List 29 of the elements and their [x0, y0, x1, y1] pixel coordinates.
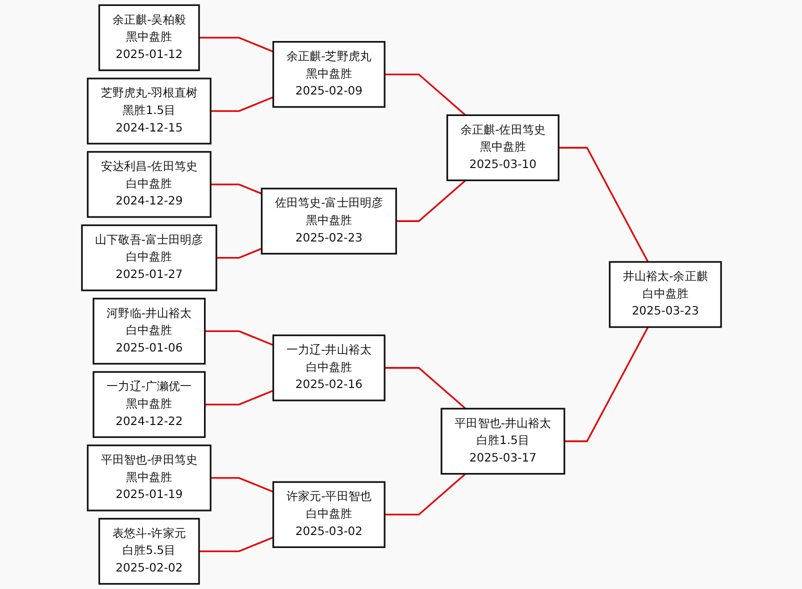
node-box: 余正麒-芝野虎丸 黑中盘胜 2025-02-09 [272, 41, 385, 108]
connector [210, 96, 274, 112]
node-box: 安达利昌-佐田笃史 白中盘胜 2024-12-29 [86, 151, 211, 218]
node-box: 井山裕太-余正麒 白中盘胜 2025-03-23 [608, 261, 722, 328]
node-box: 表悠斗-许家元 白胜5.5目 2025-02-02 [98, 518, 200, 585]
node-box: 许家元-平田智也 白中盘胜 2025-03-02 [272, 481, 385, 548]
connector [198, 36, 274, 52]
node-box: 余正麒-佐田笃史 黑中盘胜 2025-03-10 [446, 114, 559, 182]
connector [396, 180, 466, 222]
connector [216, 248, 262, 259]
node-box: 一力辽-广濑优一 黑中盘胜 2024-12-22 [92, 371, 206, 438]
node-box: 山下敬吾-富士田明彦 白中盘胜 2025-01-27 [80, 224, 217, 292]
connector [558, 146, 648, 262]
node-box: 平田智也-伊田笃史 黑中盘胜 2025-01-19 [86, 444, 211, 512]
connector [384, 74, 466, 116]
connector [384, 473, 466, 516]
connector [204, 390, 274, 406]
connector [384, 367, 466, 410]
connector [210, 477, 274, 493]
connector [198, 536, 274, 552]
node-box: 佐田笃史-富士田明彦 黑中盘胜 2025-02-23 [260, 188, 396, 255]
connector [204, 330, 274, 346]
node-box: 一力辽-井山裕太 白中盘胜 2025-02-16 [272, 334, 385, 402]
node-box: 芝野虎丸-羽根直树 黑胜1.5目 2024-12-15 [86, 78, 211, 144]
connector [210, 184, 262, 194]
node-box: 余正麒-吴柏毅 黑中盘胜 2025-01-12 [98, 4, 200, 72]
connector [564, 326, 648, 442]
node-box: 河野临-井山裕太 白中盘胜 2025-01-06 [92, 298, 206, 365]
node-box: 平田智也-井山裕太 白胜1.5目 2025-03-17 [440, 408, 565, 475]
